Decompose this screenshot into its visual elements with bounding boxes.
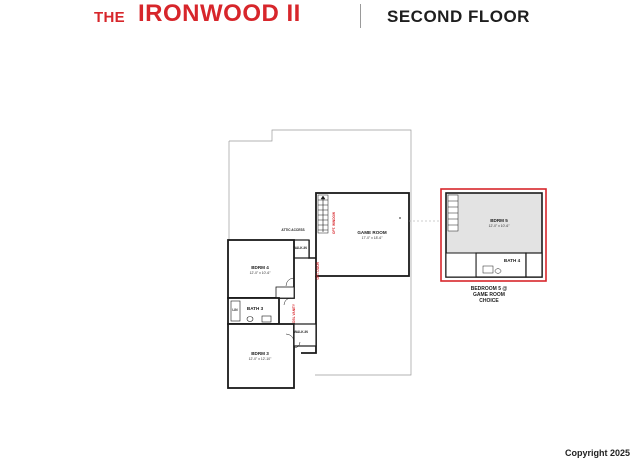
attic-access-label: ATTIC ACCESS <box>281 228 305 232</box>
bdrm4-dims: 12'-0" x 10'-6" <box>249 271 271 275</box>
linen-label: LIN <box>232 308 238 312</box>
title-prefix: THE <box>94 9 125 26</box>
walk-in-lower-label: WALK-IN <box>294 330 308 334</box>
bdrm3-label: BDRM 3 <box>251 351 269 356</box>
bdrm5-label: BDRM 5 <box>490 218 508 223</box>
walk-in-lower <box>293 323 317 347</box>
bath4-toilet <box>494 268 502 274</box>
option-outline <box>440 188 547 282</box>
plan-title: IRONWOOD II <box>138 0 301 27</box>
bdrm5-stair <box>447 194 459 232</box>
bath4-walls <box>475 252 527 278</box>
opt-door-label: OPT. DOOR <box>316 262 320 280</box>
bath3-tub <box>230 300 241 322</box>
option-caption-line-3: CHOICE <box>479 298 499 304</box>
landing-wall <box>301 276 317 354</box>
bdrm4-label: BDRM 4 <box>251 265 269 270</box>
bath3-label: BATH 3 <box>246 306 264 311</box>
opt-window-label: OPT. WINDOW <box>332 212 336 234</box>
copyright: Copyright 2025 <box>564 448 630 458</box>
roof-outline <box>229 129 412 376</box>
stair <box>317 194 329 234</box>
bdrm5-closet <box>525 252 543 278</box>
option-caption-line-1: BEDROOM 5 @ <box>470 286 508 292</box>
hall-walls <box>308 240 316 259</box>
bdrm5-dims: 12'-0" x 10'-6" <box>488 224 510 228</box>
bath3-toilet <box>246 316 254 322</box>
vanity-label: DBL VANITY <box>292 304 296 323</box>
game-room-walls <box>315 192 410 277</box>
bdrm3-dims: 12'-0" x 12'-10" <box>248 357 272 361</box>
bdrm5-hall <box>445 252 477 278</box>
bath4-vanity <box>482 265 494 274</box>
header: THE IRONWOOD II SECOND FLOOR <box>0 0 640 34</box>
door-swings <box>283 277 301 349</box>
light-fixture <box>399 217 401 219</box>
walk-in-upper <box>275 286 295 299</box>
floor-name: SECOND FLOOR <box>387 7 530 26</box>
bath4-label: BATH 4 <box>503 258 521 263</box>
game-room-dims: 17'-0" x 18'-6" <box>361 236 383 240</box>
bdrm3-walls <box>227 323 295 389</box>
title-divider <box>360 4 361 28</box>
bath3-vanity <box>261 315 272 323</box>
walk-in-upper-label: WALK-IN <box>293 246 307 250</box>
game-room-label: GAME ROOM <box>357 230 387 235</box>
option-caption-line-2: GAME ROOM <box>473 292 505 298</box>
